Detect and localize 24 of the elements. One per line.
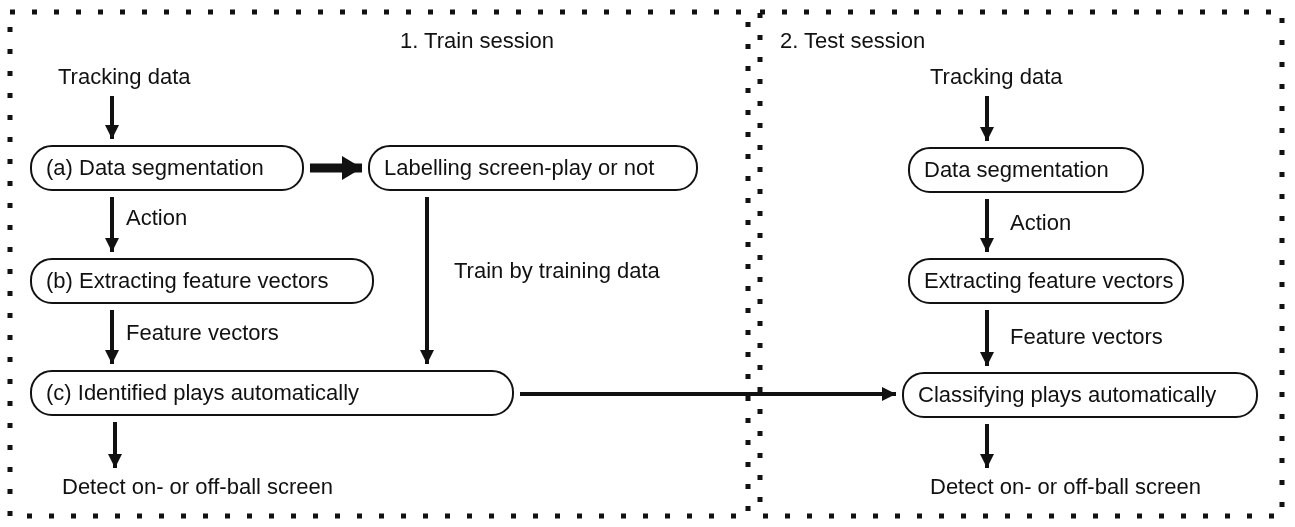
flow-text: Detect on- or off-ball screen xyxy=(930,474,1202,500)
process-box: (b) Extracting feature vectors xyxy=(30,258,374,304)
arrow xyxy=(310,156,362,180)
arrow xyxy=(980,199,994,252)
arrow xyxy=(105,96,119,139)
panel-heading: 2. Test session xyxy=(780,28,926,54)
arrow xyxy=(108,422,122,468)
process-box: Classifying plays automatically xyxy=(902,372,1258,418)
panel-heading: 1. Train session xyxy=(400,28,555,54)
arrow xyxy=(980,96,994,141)
process-box: Data segmentation xyxy=(908,147,1144,193)
arrow xyxy=(520,387,896,401)
process-box: Extracting feature vectors xyxy=(908,258,1184,304)
arrow xyxy=(980,424,994,468)
flow-text: Tracking data xyxy=(930,64,1063,90)
arrow xyxy=(420,197,434,364)
flow-text: Detect on- or off-ball screen xyxy=(62,474,334,500)
process-box: (a) Data segmentation xyxy=(30,145,304,191)
flow-text: Tracking data xyxy=(58,64,191,90)
arrow xyxy=(980,310,994,366)
process-box: (c) Identified plays automatically xyxy=(30,370,514,416)
arrow xyxy=(105,310,119,364)
arrow xyxy=(105,197,119,252)
process-box: Labelling screen-play or not xyxy=(368,145,698,191)
